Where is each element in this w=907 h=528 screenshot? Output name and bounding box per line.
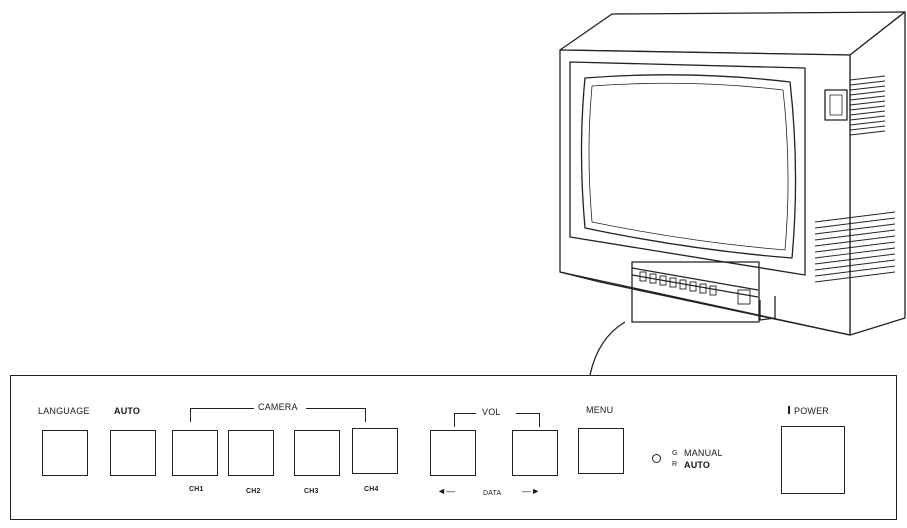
auto-label: AUTO — [114, 406, 141, 416]
ch4-label: CH4 — [364, 486, 379, 493]
manual-mode-label: MANUAL — [684, 448, 723, 458]
data-left-button[interactable] — [430, 430, 476, 476]
ch3-label: CH3 — [304, 488, 319, 495]
data-right-button[interactable] — [512, 430, 558, 476]
data-label: DATA — [483, 490, 502, 497]
auto-mode-label: AUTO — [684, 460, 711, 470]
ch1-button[interactable] — [172, 430, 218, 476]
ch2-label: CH2 — [246, 488, 261, 495]
data-left-arrow: ◄— — [437, 486, 456, 496]
ch2-button[interactable] — [228, 430, 274, 476]
power-mark-icon — [788, 406, 790, 414]
vol-label: VOL — [482, 407, 501, 417]
menu-label: MENU — [586, 405, 614, 415]
power-button[interactable] — [781, 426, 845, 494]
auto-button[interactable] — [110, 430, 156, 476]
ch4-button[interactable] — [352, 428, 398, 474]
led-r-label: R — [672, 461, 678, 468]
camera-label: CAMERA — [258, 402, 298, 412]
data-right-arrow: —► — [522, 486, 541, 496]
led-g-label: G — [672, 450, 678, 457]
power-label: POWER — [794, 406, 830, 416]
ch1-label: CH1 — [189, 486, 204, 493]
front-panel — [10, 375, 897, 520]
mode-led-icon — [652, 454, 661, 463]
ch3-button[interactable] — [294, 430, 340, 476]
menu-button[interactable] — [578, 428, 624, 474]
language-button[interactable] — [42, 430, 88, 476]
language-label: LANGUAGE — [38, 406, 90, 416]
